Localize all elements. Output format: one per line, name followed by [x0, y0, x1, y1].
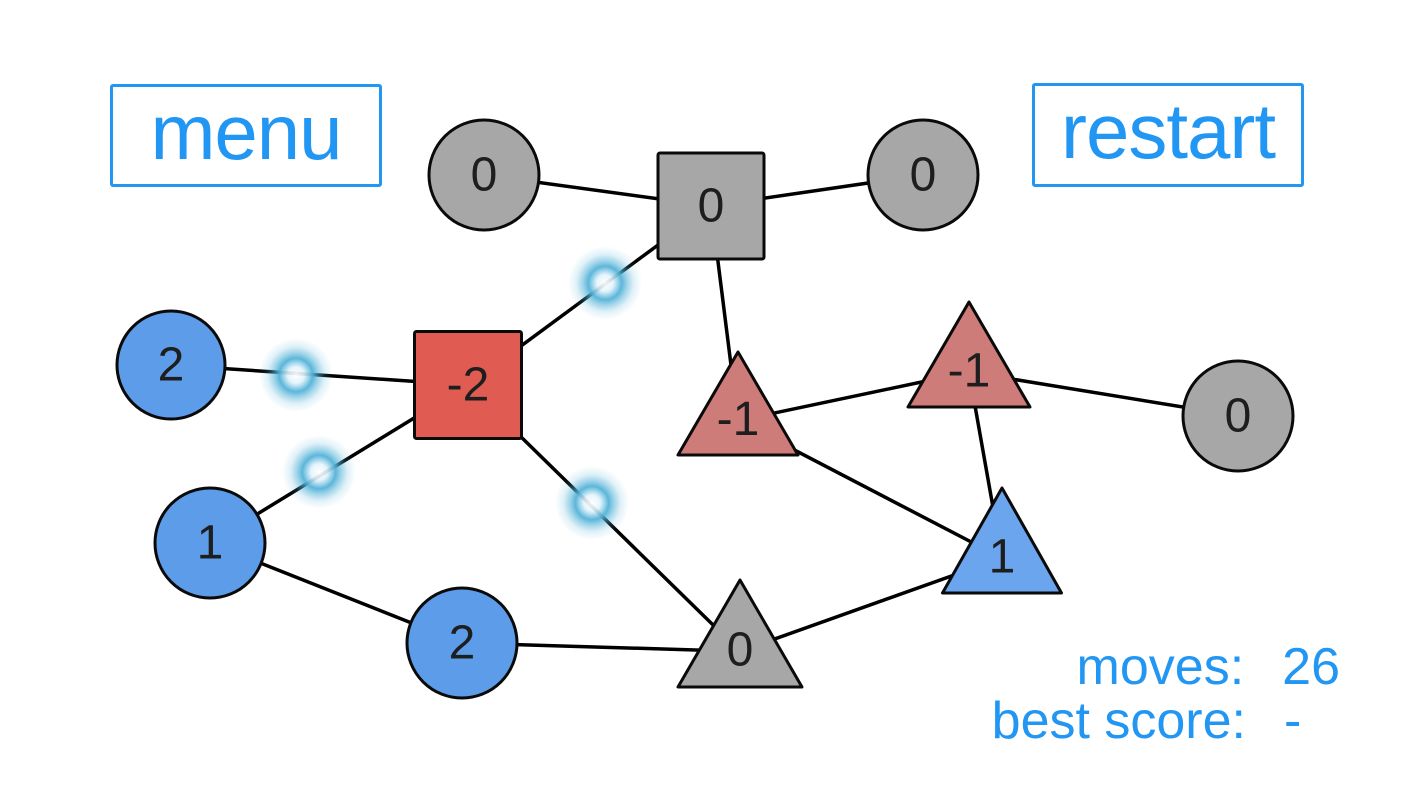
node-blue-circle-1[interactable] — [153, 486, 267, 600]
node-gray-circle-right[interactable] — [1181, 359, 1295, 473]
node-value-gray-circle-right: 0 — [1225, 390, 1252, 443]
node-blue-circle-2-left[interactable] — [115, 309, 227, 421]
best-score-row: best score: - — [840, 694, 1340, 748]
node-value-gray-circle-top-right: 0 — [910, 149, 937, 202]
node-red-triangle-right[interactable] — [906, 300, 1032, 409]
node-value-blue-circle-1: 1 — [197, 517, 224, 570]
node-gray-circle-top-left[interactable] — [427, 118, 541, 232]
menu-button[interactable]: menu — [110, 84, 382, 187]
best-score-value: - — [1284, 692, 1302, 750]
node-gray-triangle-0[interactable] — [676, 578, 804, 689]
node-value-gray-circle-top-left: 0 — [471, 149, 498, 202]
edge-pulse-glow — [555, 466, 629, 540]
node-value-gray-triangle-0: 0 — [727, 624, 754, 677]
edge-pulse-glow — [568, 246, 642, 320]
edge-pulse-glow — [282, 435, 356, 509]
moves-value: 26 — [1282, 638, 1340, 696]
score-panel: moves: 26 best score: - — [840, 640, 1340, 748]
best-score-label: best score: — [991, 692, 1246, 750]
node-gray-circle-top-right[interactable] — [866, 118, 980, 232]
node-red-triangle-left[interactable] — [676, 350, 800, 457]
node-value-red-triangle-right: -1 — [948, 344, 991, 397]
node-value-red-triangle-left: -1 — [717, 393, 760, 446]
node-gray-square-top[interactable] — [656, 151, 766, 261]
node-value-gray-square-top: 0 — [698, 180, 725, 233]
moves-row: moves: 26 — [840, 640, 1340, 694]
node-red-square-minus2[interactable] — [413, 330, 523, 440]
node-blue-circle-2-bottom[interactable] — [405, 586, 519, 700]
node-value-red-square-minus2: -2 — [447, 359, 490, 412]
node-value-blue-circle-2-left: 2 — [158, 339, 185, 392]
edge-pulse-glow — [259, 338, 333, 412]
restart-button[interactable]: restart — [1032, 83, 1304, 187]
node-blue-triangle-1[interactable] — [941, 486, 1063, 595]
node-value-blue-circle-2-bottom: 2 — [449, 617, 476, 670]
node-value-blue-triangle-1: 1 — [989, 530, 1016, 583]
moves-label: moves: — [1076, 638, 1245, 696]
